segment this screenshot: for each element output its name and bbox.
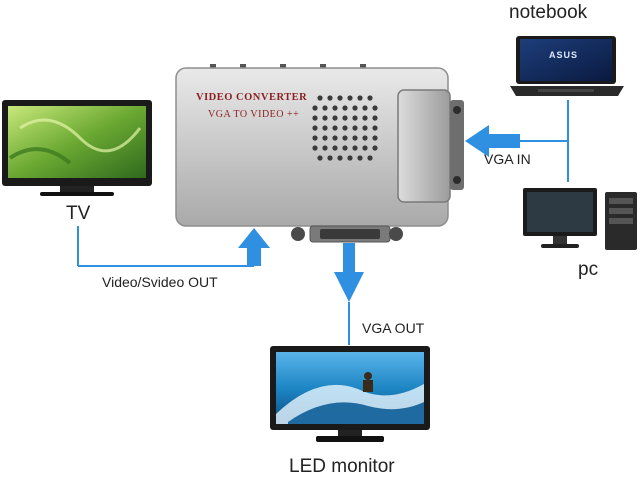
vga-out-label: VGA OUT	[362, 320, 424, 336]
video-converter-device	[170, 62, 470, 252]
device-subtitle: VGA TO VIDEO ++	[208, 109, 299, 120]
device-title: VIDEO CONVERTER	[196, 92, 307, 103]
vga-out-arrow-head	[334, 272, 364, 302]
led-monitor-image	[268, 344, 434, 444]
vga-in-port-cap	[398, 90, 450, 202]
tv-image	[0, 98, 158, 198]
vga-in-label: VGA IN	[484, 151, 531, 167]
led-monitor-label: LED monitor	[289, 456, 395, 478]
video-port	[389, 227, 403, 241]
pc-image	[519, 184, 639, 254]
notebook-brand: ASUS	[549, 50, 578, 60]
tv-label: TV	[66, 203, 90, 225]
notebook-image	[508, 34, 626, 100]
pc-label: pc	[578, 259, 598, 281]
video-out-label: Video/Svideo OUT	[102, 274, 218, 290]
svideo-port	[291, 227, 305, 241]
notebook-label: notebook	[509, 2, 587, 24]
